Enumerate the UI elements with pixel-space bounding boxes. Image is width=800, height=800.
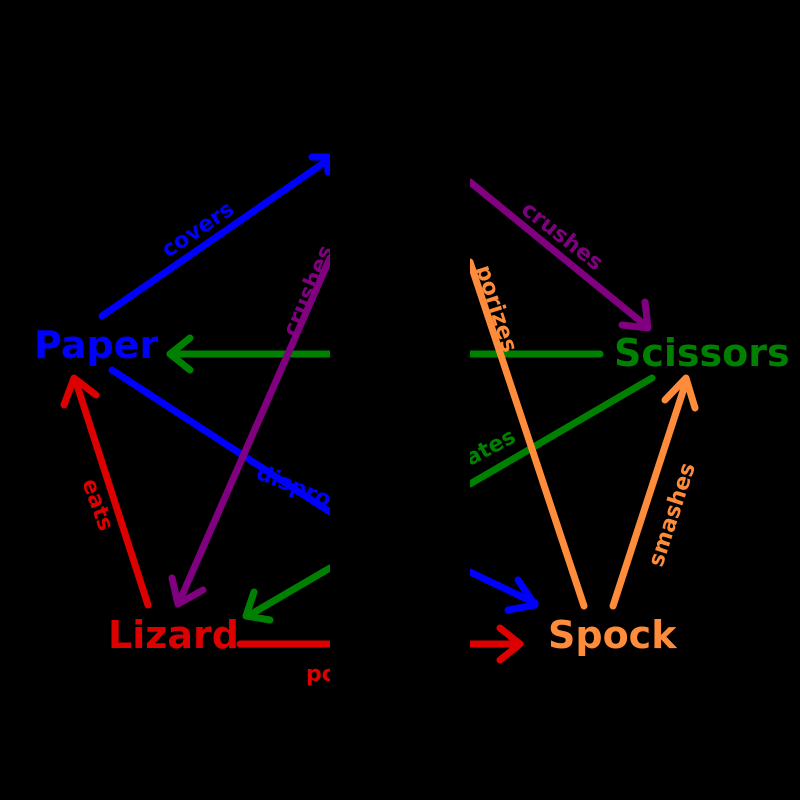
node-lizard: Lizard [108,613,239,657]
node-spock: Spock [548,613,677,657]
edge-paper-covers-rock [98,153,332,320]
edge-lizard-eats-paper [60,374,152,609]
node-scissors: Scissors [614,331,790,375]
edge-scissors-decapitates-lizard [242,374,656,624]
edge-spock-vaporizes-rock [466,258,588,610]
node-paper: Paper [34,323,158,367]
edge-rock-crushes-scissors [466,178,652,332]
center-occluder [330,150,470,710]
edge-spock-smashes-scissors [609,374,699,610]
edge-paper-disproves-spock [108,366,539,614]
edge-scissors-cuts-paper [166,334,604,374]
edge-lizard-poisons-spock [236,624,524,664]
edge-rock-crushes-lizard [168,254,334,608]
